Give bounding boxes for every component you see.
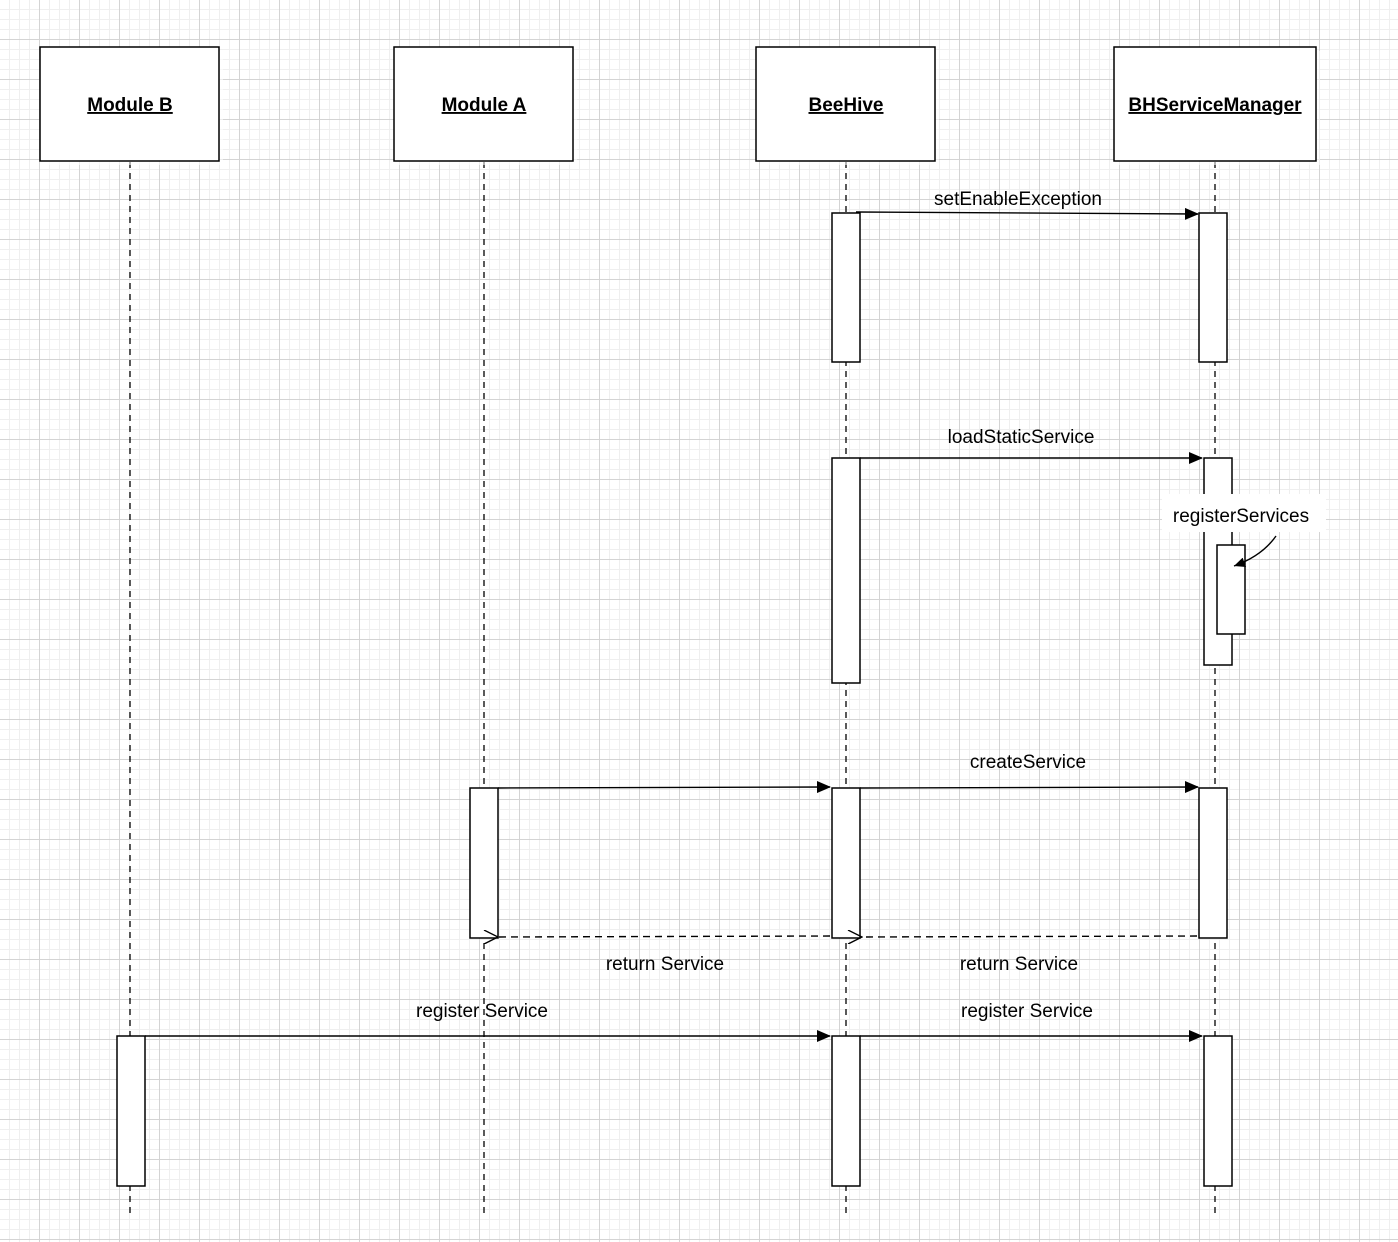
message-return-service-1-arrow (498, 936, 831, 937)
activation-bhservicemanager-nested[interactable] (1216, 544, 1246, 635)
participant-module-a-label: Module A (442, 95, 527, 116)
activation-module-b[interactable] (116, 1035, 146, 1187)
message-return-service-2-label: return Service (960, 954, 1078, 975)
activation-beehive-3[interactable] (831, 787, 861, 939)
message-module-a-to-beehive-arrow (497, 781, 831, 794)
activation-bhservicemanager-3[interactable] (1198, 787, 1228, 939)
message-return-service-1-label: return Service (606, 954, 724, 975)
message-load-static-service-label: loadStaticService (948, 427, 1095, 448)
message-register-services-arrow (1233, 535, 1277, 568)
message-register-service-2[interactable]: register Service (860, 1001, 1203, 1042)
participant-bhservicemanager[interactable]: BHServiceManager (1113, 46, 1320, 165)
participant-module-a[interactable]: Module A (393, 46, 577, 165)
participant-bhservicemanager-label: BHServiceManager (1128, 95, 1302, 116)
message-register-service-2-label: register Service (961, 1001, 1093, 1022)
message-create-service[interactable]: createService (859, 752, 1199, 794)
activation-module-a[interactable] (469, 787, 499, 939)
message-create-service-arrow (859, 781, 1199, 794)
activation-beehive-2[interactable] (831, 457, 861, 684)
message-register-service-1-label: register Service (416, 1001, 548, 1022)
message-set-enable-exception-label: setEnableException (934, 189, 1102, 210)
message-return-service-2-arrow (862, 936, 1198, 937)
message-module-a-to-beehive[interactable] (497, 781, 831, 794)
activation-beehive-4[interactable] (831, 1035, 861, 1187)
message-set-enable-exception[interactable]: setEnableException (855, 189, 1199, 220)
participant-module-b[interactable]: Module B (39, 46, 223, 165)
message-register-services[interactable]: registerServices (1162, 494, 1326, 568)
participant-module-b-label: Module B (87, 95, 173, 116)
message-set-enable-exception-arrow (855, 207, 1199, 220)
message-return-service-1[interactable]: return Service (498, 936, 831, 975)
activation-beehive-1[interactable] (831, 212, 861, 363)
message-register-services-label: registerServices (1173, 506, 1309, 527)
participant-beehive[interactable]: BeeHive (755, 46, 939, 165)
participant-beehive-label: BeeHive (809, 95, 884, 116)
message-register-service-1[interactable]: register Service (145, 1001, 831, 1042)
message-return-service-2[interactable]: return Service (862, 936, 1198, 975)
register-services-label-background (1162, 494, 1326, 532)
message-load-static-service[interactable]: loadStaticService (860, 427, 1203, 464)
activation-bhservicemanager-4[interactable] (1203, 1035, 1233, 1187)
message-create-service-label: createService (970, 752, 1086, 773)
activation-bhservicemanager-1[interactable] (1198, 212, 1228, 363)
